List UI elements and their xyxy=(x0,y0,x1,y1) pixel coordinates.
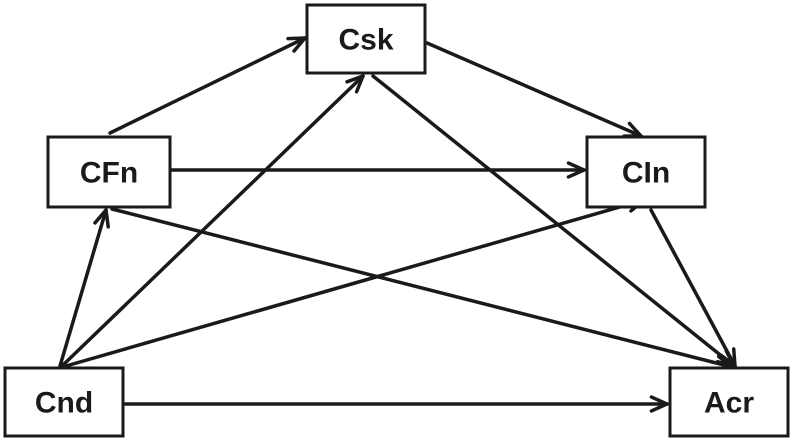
edge-line xyxy=(649,208,737,368)
node-cnd: Cnd xyxy=(3,366,125,438)
edge-line xyxy=(64,198,646,368)
node-label: Cnd xyxy=(35,387,93,420)
edge-line xyxy=(425,41,643,138)
edge-cfn-to-cin xyxy=(170,161,586,179)
arrowhead-icon xyxy=(286,36,307,53)
arrowhead-icon xyxy=(566,161,586,179)
edge-cfn-to-csk xyxy=(108,36,307,135)
node-box xyxy=(585,135,707,209)
node-box xyxy=(305,3,427,75)
arrowhead-icon xyxy=(93,208,110,229)
edge-csk-to-cin xyxy=(425,41,643,138)
node-box xyxy=(3,366,125,438)
node-label: Csk xyxy=(338,24,393,57)
edge-line xyxy=(60,74,365,368)
edge-line xyxy=(58,208,108,368)
node-label: CFn xyxy=(80,157,138,190)
edge-cnd-to-cfn xyxy=(58,208,110,368)
node-cfn: CFn xyxy=(46,135,172,209)
edge-line xyxy=(371,74,736,368)
node-cin: CIn xyxy=(585,135,707,209)
node-acr: Acr xyxy=(668,366,790,438)
arrowhead-icon xyxy=(345,74,365,94)
node-box xyxy=(668,366,790,438)
node-label: CIn xyxy=(622,157,670,190)
arrowhead-icon xyxy=(649,395,669,413)
edge-cin-to-acr xyxy=(649,208,737,368)
edge-line xyxy=(110,207,734,369)
arrowhead-icon xyxy=(719,347,737,368)
edge-line xyxy=(108,36,307,135)
edge-cnd-to-csk xyxy=(60,74,365,368)
node-box xyxy=(46,135,172,209)
edge-cnd-to-acr xyxy=(123,395,669,413)
node-csk: Csk xyxy=(305,3,427,75)
edges-layer xyxy=(58,36,737,413)
node-label: Acr xyxy=(704,387,754,420)
